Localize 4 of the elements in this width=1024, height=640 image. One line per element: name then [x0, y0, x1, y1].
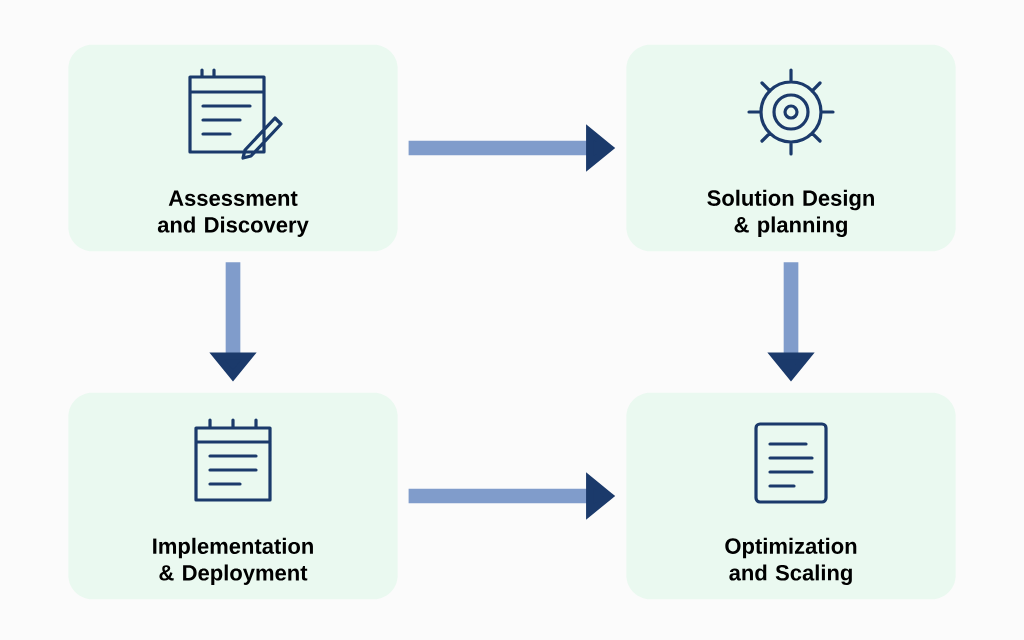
process-box: Optimization and Scaling	[626, 392, 956, 600]
process-box: Assessment and Discovery	[68, 44, 398, 252]
process-box: Implementation & Deployment	[68, 392, 398, 600]
process-box: Solution Design & planning	[626, 44, 956, 252]
